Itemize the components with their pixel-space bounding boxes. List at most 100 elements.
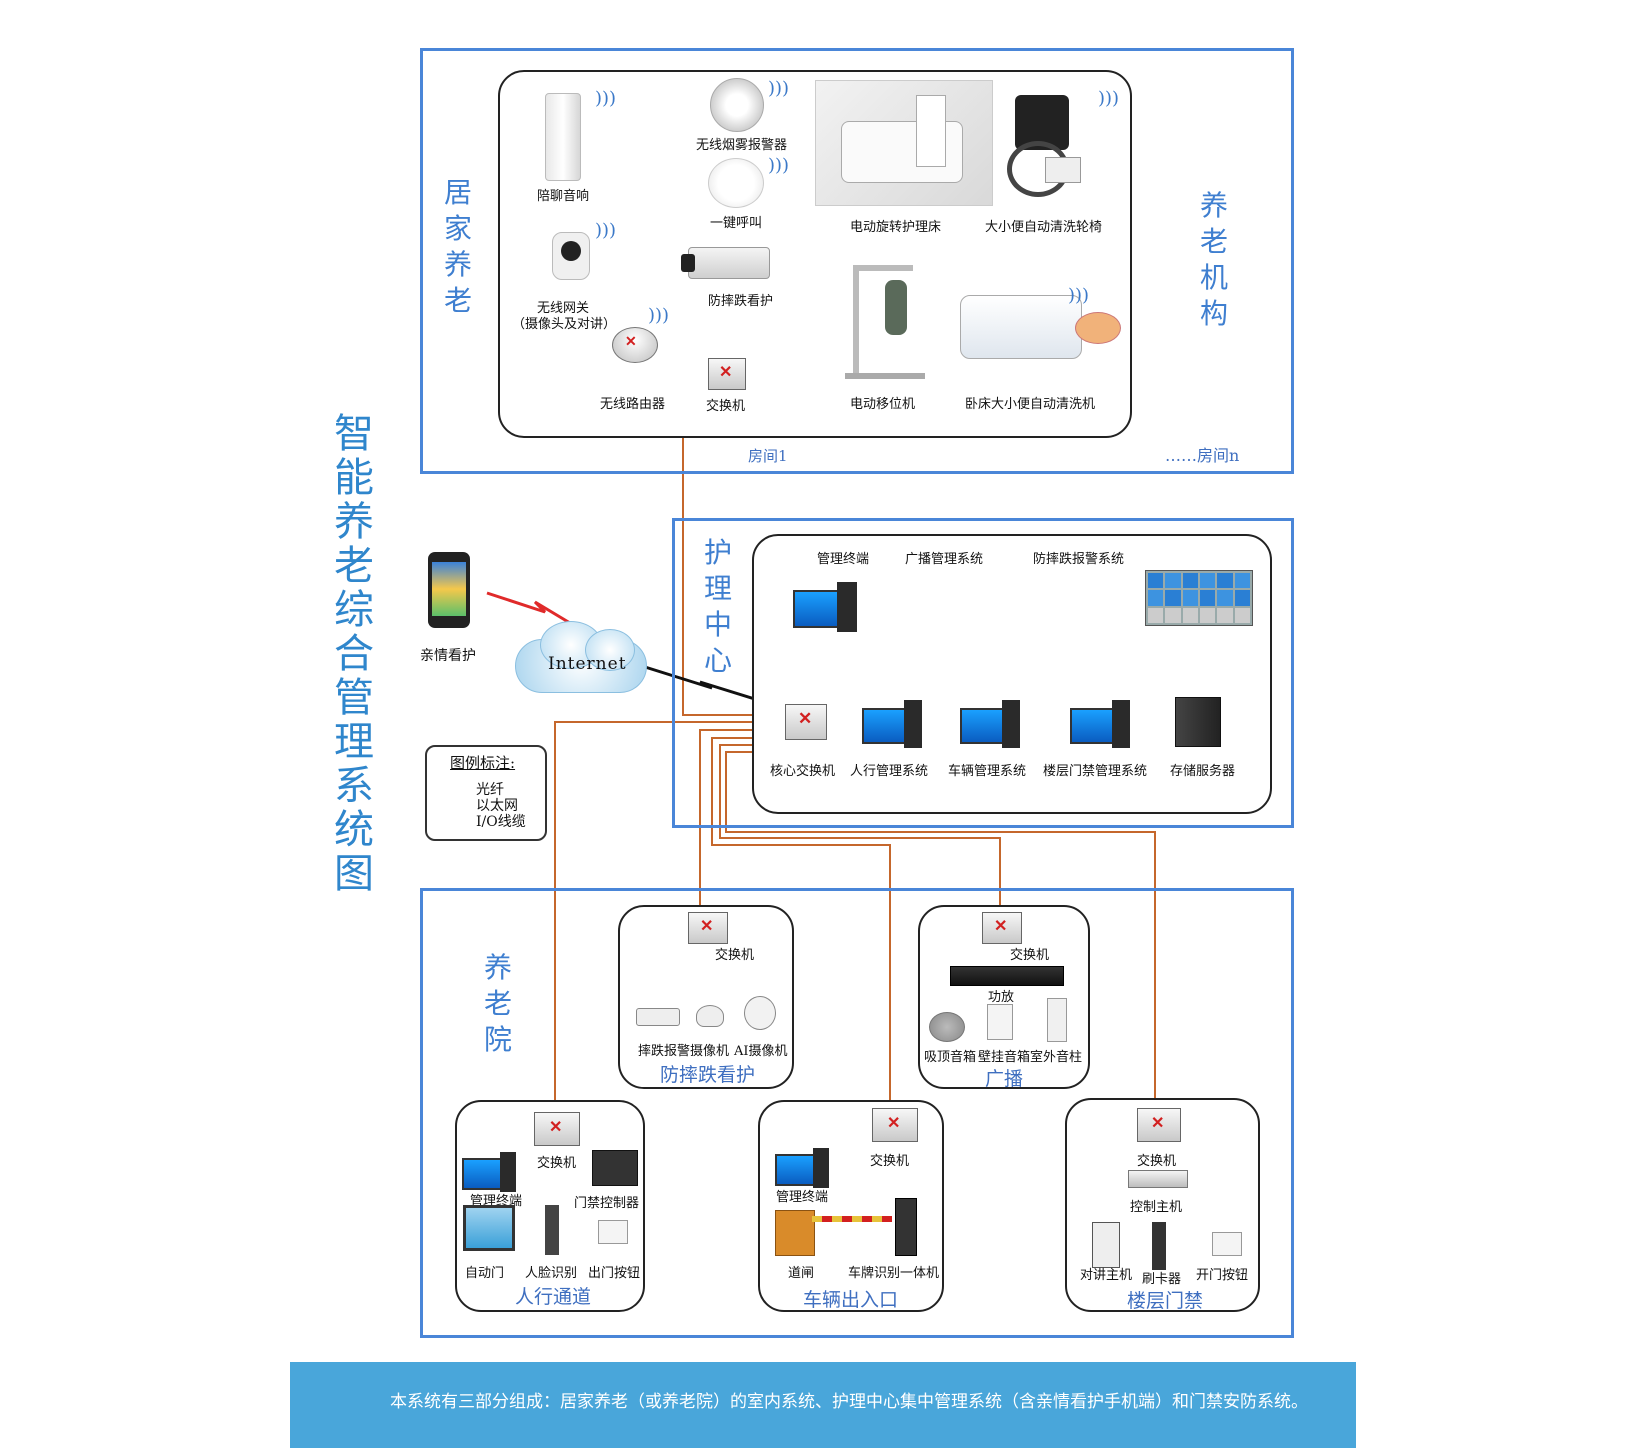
bullet-camera-icon	[636, 1008, 680, 1026]
exit-button-icon	[598, 1220, 628, 1244]
fall-watch-switch-label: 交换机	[715, 948, 755, 963]
bullet-camera-icon	[681, 247, 770, 279]
amplifier-icon	[950, 966, 1064, 986]
vehicle-title: 车辆出入口	[803, 1289, 899, 1311]
intercom-icon	[1092, 1222, 1120, 1268]
floor-switch-label: 交换机	[1137, 1154, 1177, 1169]
open-btn-label: 开门按钮	[1196, 1268, 1249, 1283]
room-n-label: ……房间n	[1165, 446, 1240, 465]
controller-label: 门禁控制器	[574, 1196, 640, 1211]
internet-label: Internet	[548, 654, 627, 674]
terminal-computer-icon	[793, 582, 857, 632]
ceiling-label: 吸顶音箱	[924, 1050, 977, 1065]
plate-recognition-icon	[895, 1198, 917, 1256]
switch-icon: ✕	[872, 1108, 918, 1142]
barrier-arm-icon	[812, 1216, 892, 1222]
auto-door-label: 自动门	[465, 1266, 505, 1281]
internet-link-icon	[644, 665, 791, 712]
nursing-home-frame	[420, 888, 1294, 1338]
section-institution: 养老机构	[1199, 189, 1228, 330]
internet-cloud-icon	[505, 615, 655, 697]
intercom-label: 对讲主机	[1080, 1268, 1133, 1283]
floor-access-computer-icon	[1070, 700, 1130, 748]
gateway-label-1: 无线网关	[537, 301, 590, 316]
pedestrian-computer-icon	[862, 700, 922, 748]
vehicle-computer-icon	[960, 700, 1020, 748]
pedestrian-switch-label: 交换机	[537, 1156, 577, 1171]
room1-label: 房间1	[748, 447, 788, 465]
floor-access-system-label: 楼层门禁管理系统	[1043, 764, 1148, 779]
router-icon: ✕	[612, 327, 658, 363]
call-button-icon	[708, 158, 764, 208]
storage-server-icon	[1175, 697, 1221, 747]
smoke-alarm-label: 无线烟雾报警器	[696, 138, 788, 153]
wall-speaker-icon	[987, 1004, 1013, 1040]
fall-camera-label: 防摔跌看护	[708, 294, 774, 309]
amp-label: 功放	[988, 990, 1015, 1005]
column-speaker-icon	[1047, 998, 1067, 1042]
section-home-care: 居家养老	[443, 176, 472, 317]
core-switch-label: 核心交换机	[770, 764, 836, 779]
nursing-center-frame	[672, 518, 1294, 828]
rotating-bed-label: 电动旋转护理床	[850, 220, 942, 235]
fall-alarm-system-label: 防摔跌报警系统	[1033, 552, 1125, 567]
broadcast-system-label: 广播管理系统	[905, 552, 984, 567]
face-recognition-icon	[545, 1205, 559, 1255]
smoke-alarm-icon	[710, 78, 764, 132]
card-label: 刷卡器	[1142, 1272, 1182, 1287]
mobile-link-icon	[486, 591, 586, 634]
description-banner: 本系统有三部分组成：居家养老（或养老院）的室内系统、护理中心集中管理系统（含亲情…	[290, 1362, 1356, 1448]
exit-btn-label: 出门按钮	[588, 1266, 641, 1281]
smartphone-icon	[428, 552, 470, 628]
ceiling-speaker-icon	[929, 1012, 965, 1042]
face-label: 人脸识别	[525, 1266, 578, 1281]
wall-label: 壁挂音箱	[978, 1050, 1031, 1065]
lifter-label: 电动移位机	[850, 397, 916, 412]
host-label: 控制主机	[1130, 1200, 1183, 1215]
bed-cleaner-icon	[960, 295, 1082, 359]
open-button-icon	[1212, 1232, 1242, 1256]
legend-io: I/O线缆	[476, 814, 526, 830]
card-reader-icon	[1152, 1222, 1166, 1270]
fall-watch-title: 防摔跌看护	[660, 1064, 756, 1086]
family-care-label: 亲情看护	[420, 648, 476, 664]
wifi-icon: )))	[768, 155, 790, 176]
barrier-label: 道闸	[788, 1266, 815, 1281]
gateway-label-2: （摄像头及对讲）	[512, 317, 617, 332]
wifi-icon: )))	[595, 220, 617, 241]
ai-cam-label: AI摄像机	[734, 1044, 788, 1059]
wifi-icon: )))	[648, 305, 670, 326]
fall-cam-label: 摔跌报警摄像机	[638, 1044, 730, 1059]
switch-icon: ✕	[534, 1112, 580, 1146]
vehicle-switch-label: 交换机	[870, 1154, 910, 1169]
column-label: 室外音柱	[1030, 1050, 1083, 1065]
section-nursing-center: 护理中心	[703, 536, 732, 677]
switch-icon: ✕	[688, 912, 728, 944]
broadcast-title: 广播	[985, 1068, 1024, 1090]
floor-access-title: 楼层门禁	[1127, 1290, 1204, 1312]
description-text: 本系统有三部分组成：居家养老（或养老院）的室内系统、护理中心集中管理系统（含亲情…	[390, 1392, 1308, 1412]
home-care-frame	[420, 48, 1294, 474]
wifi-icon: )))	[595, 88, 617, 109]
terminal-computer-icon	[462, 1152, 518, 1192]
switch-icon: ✕	[982, 912, 1022, 944]
rotating-bed-icon	[815, 80, 993, 206]
main-title: 智能养老综合管理系统图	[334, 411, 374, 897]
speaker-label: 陪聊音响	[537, 189, 590, 204]
dome-camera-icon	[696, 1005, 724, 1027]
center-mgmt-terminal-label: 管理终端	[817, 552, 870, 567]
speaker-icon	[545, 93, 581, 181]
legend-fiber: 光纤	[476, 782, 504, 798]
wifi-icon: )))	[1068, 285, 1090, 306]
wifi-icon: )))	[768, 78, 790, 99]
lifter-icon	[845, 255, 925, 385]
switch-icon: ✕	[708, 358, 746, 390]
storage-server-label: 存储服务器	[1170, 764, 1236, 779]
pedestrian-system-label: 人行管理系统	[850, 764, 929, 779]
legend-title: 图例标注:	[450, 754, 516, 772]
vehicle-system-label: 车辆管理系统	[948, 764, 1027, 779]
pedestrian-title: 人行通道	[515, 1286, 592, 1308]
section-nursing-home: 养老院	[483, 951, 512, 1056]
gateway-camera-icon	[552, 232, 590, 280]
room-switch-label: 交换机	[706, 399, 746, 414]
